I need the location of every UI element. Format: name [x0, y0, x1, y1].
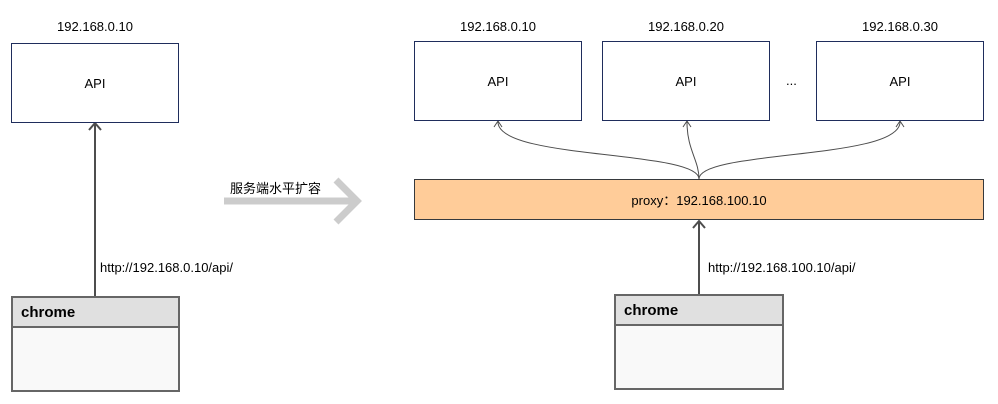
- server-3-api-label: API: [889, 73, 911, 89]
- server-1-ip: 192.168.0.10: [460, 19, 536, 34]
- left-api-label: API: [84, 75, 106, 91]
- server-2-api-label: API: [675, 73, 697, 89]
- left-chrome-header: chrome: [13, 298, 178, 328]
- left-chrome-client: chrome: [11, 296, 180, 392]
- curve-to-server-2: [686, 121, 700, 180]
- server-2-ip: 192.168.0.20: [648, 19, 724, 34]
- servers-ellipsis: ...: [786, 73, 797, 88]
- scale-out-label: 服务端水平扩容: [230, 181, 322, 196]
- right-request-url: http://192.168.100.10/api/: [708, 260, 856, 275]
- server-1-api-label: API: [487, 73, 509, 89]
- server-3-ip: 192.168.0.30: [862, 19, 938, 34]
- left-request-arrowhead: [88, 121, 102, 131]
- proxy-to-servers-curves: [493, 120, 905, 180]
- scale-out-arrow: [224, 177, 362, 225]
- proxy-box: proxy：192.168.100.10: [414, 179, 984, 220]
- curve-arrowhead-2: [682, 120, 692, 128]
- left-api-box: API: [11, 43, 179, 123]
- right-request-arrowhead: [692, 219, 706, 229]
- server-3-api-box: API: [816, 41, 984, 121]
- curve-to-server-3: [698, 121, 901, 180]
- right-chrome-client: chrome: [614, 294, 784, 390]
- server-2-api-box: API: [602, 41, 770, 121]
- server-1-api-box: API: [414, 41, 582, 121]
- proxy-label: proxy：192.168.100.10: [631, 193, 767, 208]
- right-chrome-header: chrome: [616, 296, 782, 326]
- curve-arrowhead-1: [493, 120, 503, 128]
- curve-to-server-1: [497, 121, 700, 180]
- left-server-ip: 192.168.0.10: [57, 19, 133, 34]
- left-request-url: http://192.168.0.10/api/: [100, 260, 233, 275]
- curve-arrowhead-3: [895, 120, 905, 128]
